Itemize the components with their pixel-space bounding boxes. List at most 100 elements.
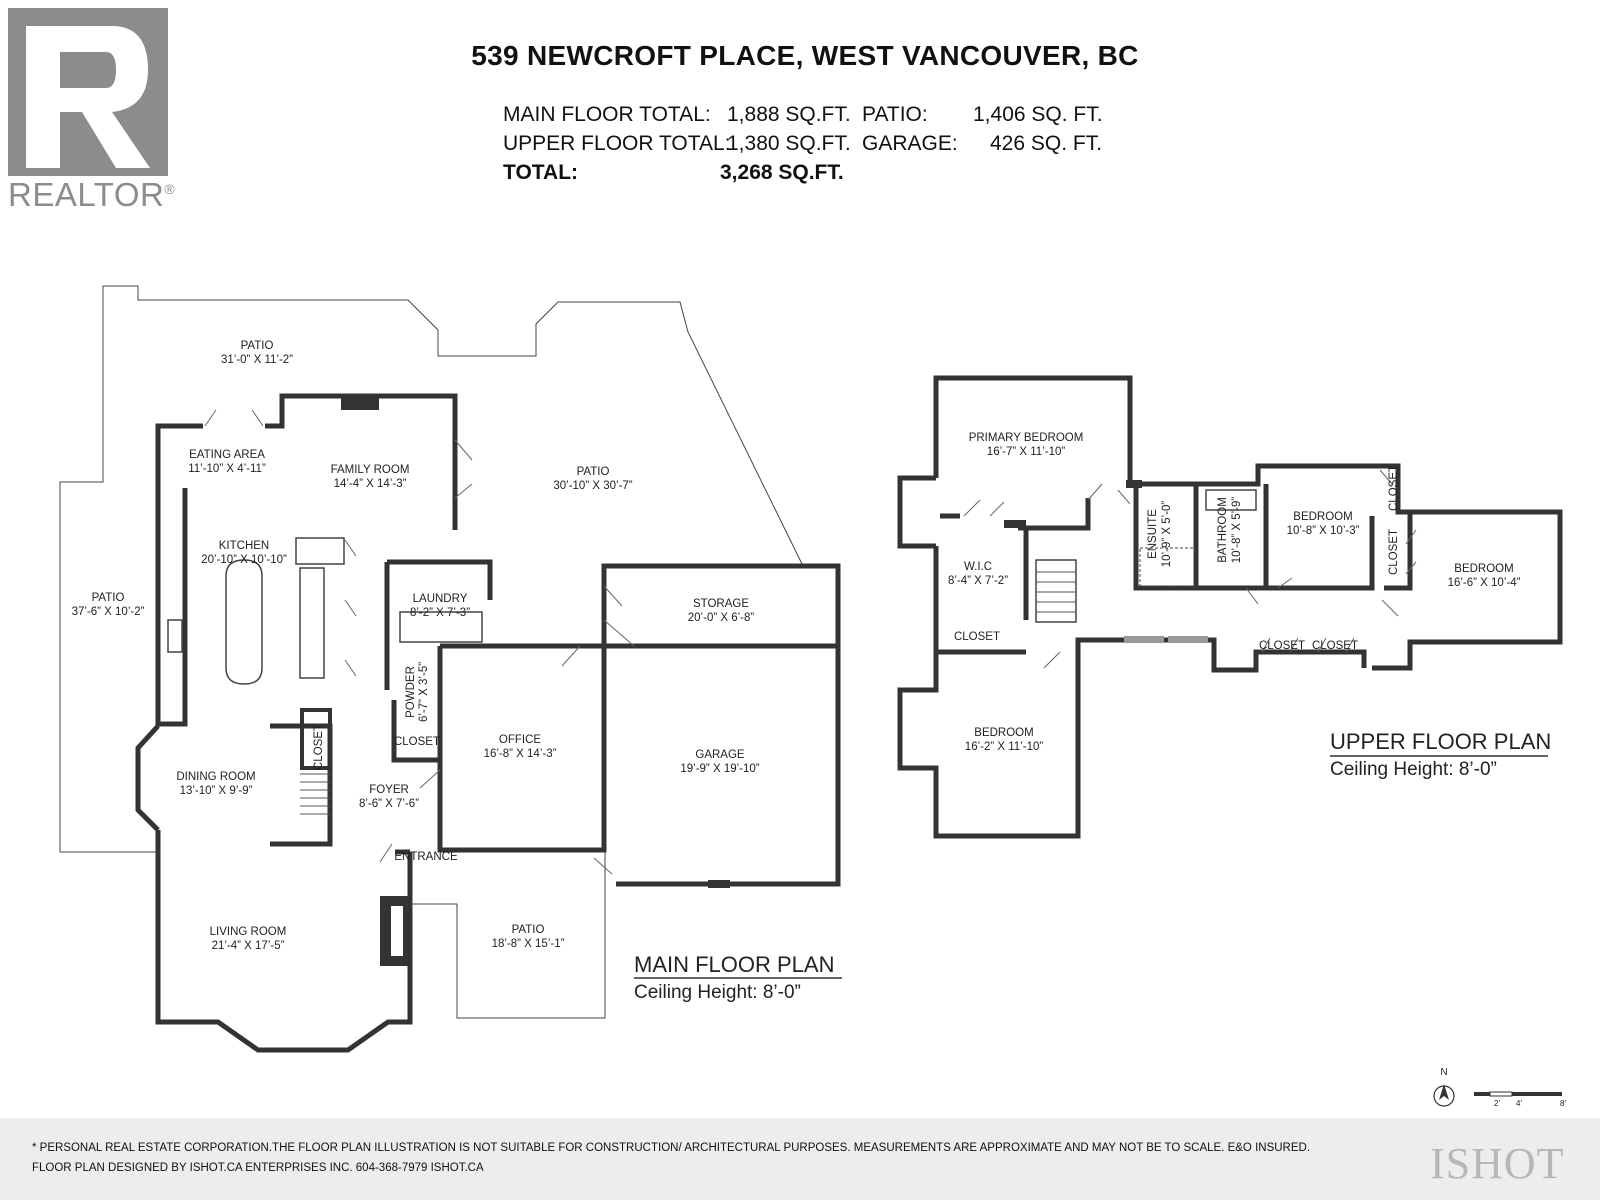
laundry-walls [387,559,493,600]
property-address-title: 539 NEWCROFT PLACE, WEST VANCOUVER, BC [471,40,1139,71]
bedroom-b-dim: 16’-6” X 10’-4” [1448,577,1521,589]
washer-dryer [399,611,483,643]
upper-closet-5: CLOSET [1388,529,1400,575]
eating-area-dim: 11’-10” X 4’-11” [188,463,266,475]
realtor-r-mark-icon [8,8,168,176]
footer-designer-credit: FLOOR PLAN DESIGNED BY ISHOT.CA ENTERPRI… [32,1162,484,1174]
footer-disclaimer: * PERSONAL REAL ESTATE CORPORATION.THE F… [32,1142,1311,1154]
upper-stairs [1035,559,1077,623]
bedroom-a-dim: 10’-8” X 10’-3” [1287,525,1360,537]
upper-door-swings [963,469,1417,669]
main-floor-room-labels: PATIO 31’-0” X 11’-2” EATING AREA 11’-10… [72,340,760,952]
patio-top-dim: 31’-0” X 11’-2” [221,354,293,366]
pantry-cabinets [299,567,325,679]
laundry-dim: 8’-2” X 7’-3” [410,607,470,619]
bedroom-b-west [1384,512,1413,591]
dining-room-name: DINING ROOM [176,771,255,783]
upper-closet-3: CLOSET [1312,640,1358,652]
patio-front-dim: 18’-8” X 15’-1” [492,938,565,950]
storage-dim: 20’-0” X 6’-8” [688,612,755,624]
family-room-walls [265,393,458,530]
bedroom-c-name: BEDROOM [974,727,1033,739]
living-room-dim: 21’-4” X 17’-5” [212,940,285,952]
upper-floor-plan-title: UPPER FLOOR PLAN [1330,729,1551,754]
ensuite-dim: 10’-9” X 5’-0” [1161,501,1173,568]
main-floor-plan-title: MAIN FLOOR PLAN [634,952,834,977]
main-door-swings [204,409,635,875]
upper-floor-total-value: 1,380 SQ.FT. [727,132,851,155]
closet-box [300,708,332,770]
bathroom-name: BATHROOM [1217,497,1229,563]
scale-label-4: 4' [1516,1099,1522,1108]
grand-total-value: 3,268 SQ.FT. [720,161,844,184]
foyer-dim: 8’-6” X 7’-6” [359,798,419,810]
bedroom-c-walls [897,652,1081,839]
closet-b-name: CLOSET [394,736,440,748]
compass-icon: N [1433,1067,1455,1107]
primary-south-wall [1026,498,1091,531]
patio-right-dim: 30’-10” X 30’-7” [553,480,632,492]
west-wall [155,423,203,726]
rear-patio-outline [59,285,804,853]
patio-right-name: PATIO [577,466,610,478]
bathtub [1205,489,1257,511]
primary-bedroom-dim: 16’-7” X 11’-10” [987,446,1066,458]
window-mark [1124,636,1164,642]
bathroom-dim: 10’-8” X 5’-9” [1231,497,1243,564]
stove [167,619,183,653]
upper-closet-2: CLOSET [1259,640,1305,652]
grand-total-label: TOTAL: [503,161,579,184]
realtor-wordmark: REALTOR® [8,176,176,213]
scale-label-2: 2' [1494,1099,1500,1108]
bedroom-c-dim: 16’-2” X 11’-10” [965,741,1044,753]
patio-total-label: PATIO: [862,103,928,126]
eating-area-name: EATING AREA [189,449,265,461]
kitchen-dim: 20’-10” X 10’-10” [201,554,287,566]
fireplace-hearth [391,906,403,956]
main-floor-patio-outlines [59,285,804,1019]
living-room-name: LIVING ROOM [210,926,287,938]
main-stairs [300,773,330,815]
scale-label-8: 8' [1560,1099,1566,1108]
patio-front-name: PATIO [512,924,545,936]
ensuite-name: ENSUITE [1147,509,1159,559]
main-floor-total-label: MAIN FLOOR TOTAL: [503,103,711,126]
window-mark [1168,636,1208,642]
upper-north-walls [933,375,1563,671]
kitchen-name: KITCHEN [219,540,269,552]
footer-bar [0,1118,1600,1200]
powder-dim: 6’-7” X 3’-5” [418,662,430,722]
garage-storage-walls [440,563,841,887]
wic-name: W.I.C [964,561,992,573]
shower [1139,547,1195,587]
patio-left-name: PATIO [92,592,125,604]
patio-top-name: PATIO [241,340,274,352]
entrance-name: ENTRANCE [394,851,458,863]
family-room-name: FAMILY ROOM [331,464,410,476]
dining-room-dim: 13’-10” X 9’-9” [180,785,253,797]
patio-total-value: 1,406 SQ. FT. [973,103,1103,126]
office-name: OFFICE [499,734,541,746]
garage-door-mark [708,880,730,888]
front-patio-outline [412,852,606,1019]
powder-name: POWDER [405,666,417,718]
kitchen-counter-wall [158,488,188,727]
upper-floor-total-label: UPPER FLOOR TOTAL: [503,132,731,155]
garage-total-value: 426 SQ. FT. [990,132,1103,155]
powder-walls [391,700,440,763]
ishot-logo: ISHOT [1430,1139,1565,1188]
family-room-dim: 14’-4” X 14’-3” [334,478,407,490]
bedroom-a-walls [1266,516,1375,591]
ensuite-walls [1133,484,1199,591]
upper-floor-room-labels: PRIMARY BEDROOM 16’-7” X 11’-10” ENSUITE… [948,432,1521,753]
patio-left-dim: 37’-6” X 10’-2” [72,606,145,618]
upper-closet-4: CLOSET [1388,465,1400,511]
main-floor-total-value: 1,888 SQ.FT. [727,103,851,126]
fridge [295,537,345,565]
laundry-name: LAUNDRY [413,593,468,605]
wic-dim: 8’-4” X 7’-2” [948,575,1008,587]
upper-closet-1: CLOSET [954,631,1000,643]
closet-a-name: CLOSET [313,724,325,770]
compass-label: N [1440,1067,1447,1078]
